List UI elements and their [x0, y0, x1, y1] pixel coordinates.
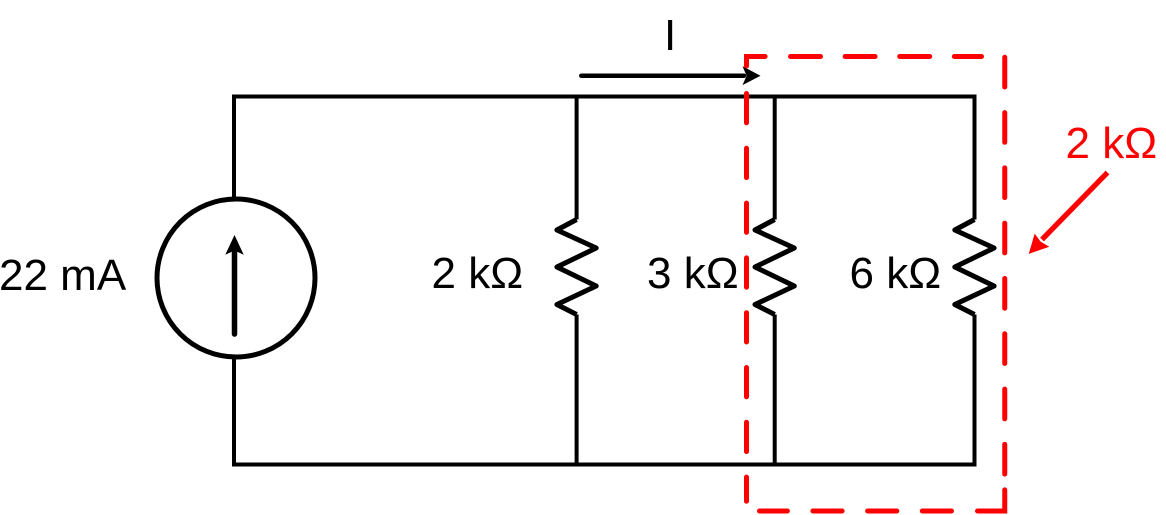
svg-text:I: I: [664, 11, 676, 60]
svg-text:22 mA: 22 mA: [0, 251, 127, 300]
svg-text:6 kΩ: 6 kΩ: [850, 249, 942, 298]
svg-text:2 kΩ: 2 kΩ: [1066, 119, 1158, 168]
svg-text:3 kΩ: 3 kΩ: [647, 249, 739, 298]
svg-text:2 kΩ: 2 kΩ: [432, 249, 524, 298]
